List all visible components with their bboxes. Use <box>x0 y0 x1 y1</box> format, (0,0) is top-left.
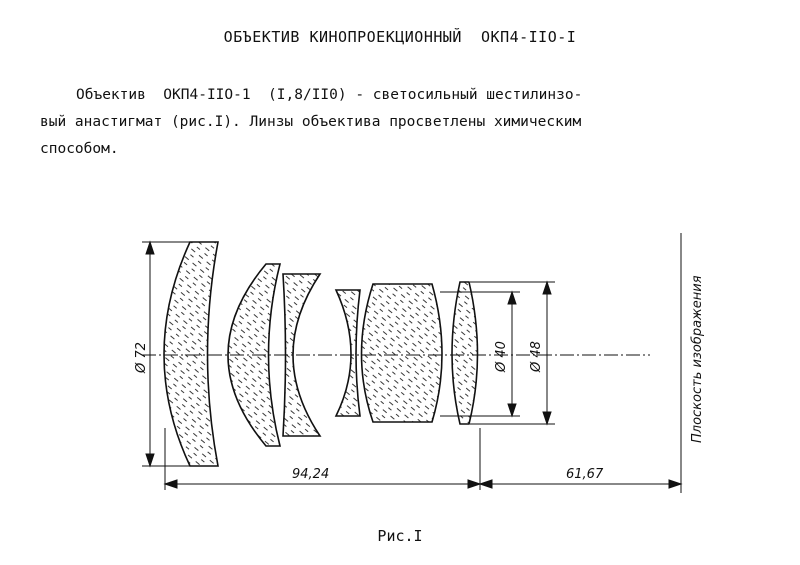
dim-label-length-61: 61,67 <box>566 467 604 482</box>
document-title: ОБЪЕКТИВ КИНОПРОЕКЦИОННЫЙ ОКП4-IIO-I <box>223 28 577 46</box>
lens-diagram-svg: Ø 72 Ø 40 Ø 48 <box>134 233 705 493</box>
lens-3 <box>282 273 322 437</box>
figure-caption: Рис.I <box>377 527 423 545</box>
lens-5 <box>360 283 443 423</box>
dimension-lengths <box>163 428 683 490</box>
image-plane-label: Плоскость изображения <box>690 275 705 443</box>
dim-label-diameter-40: Ø 40 <box>494 341 509 373</box>
lens-diagram: Ø 72 Ø 40 Ø 48 <box>0 228 800 508</box>
dim-label-diameter-48: Ø 48 <box>529 341 544 373</box>
paragraph-line-1: Объектив ОКП4-IIO-1 (I,8/II0) - светосил… <box>76 87 583 103</box>
dimension-diameter-72 <box>142 240 205 468</box>
dimension-diameter-48 <box>470 280 555 426</box>
paragraph-line-2: вый анастигмат (рис.I). Линзы объектива … <box>40 114 582 130</box>
description-paragraph: Объектив ОКП4-IIO-1 (I,8/II0) - светосил… <box>40 82 785 163</box>
dim-label-diameter-72: Ø 72 <box>134 342 149 374</box>
lens-6 <box>451 281 479 425</box>
lens-1 <box>163 241 219 467</box>
dim-label-length-94: 94,24 <box>292 467 329 482</box>
paragraph-line-3: способом. <box>40 141 119 157</box>
dimension-diameter-40 <box>440 290 520 418</box>
lens-4 <box>334 289 361 417</box>
lens-2 <box>227 263 282 447</box>
